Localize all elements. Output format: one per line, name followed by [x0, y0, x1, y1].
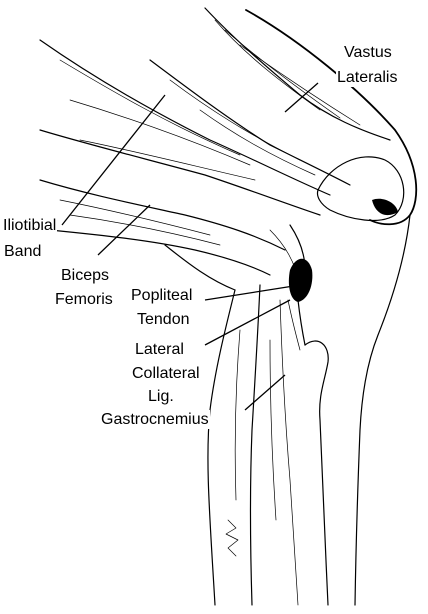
label-vastus-lateralis-line2: Lateralis [336, 68, 398, 87]
label-biceps-femoris-line2: Femoris [54, 290, 114, 309]
leader-biceps-femoris [98, 205, 150, 255]
label-popliteal-tendon-line2: Tendon [136, 310, 191, 329]
label-lateral-collateral-line2: Collateral [131, 364, 201, 383]
label-lateral-collateral-line1: Lateral [134, 340, 185, 359]
tibia-shaft [251, 285, 261, 605]
fibula-head [305, 341, 328, 605]
popliteal-shadow [289, 259, 313, 302]
tibia-left-edge [208, 290, 235, 605]
leader-popliteal-tendon [205, 285, 300, 300]
leader-lateral-collateral [205, 300, 290, 345]
iliotibial-band-lower [40, 130, 320, 215]
condyle-shadow [372, 199, 398, 215]
label-lateral-collateral-line3: Lig. [147, 387, 175, 406]
label-iliotibial-band-line2: Band [3, 242, 42, 261]
iliotibial-band-upper [40, 40, 330, 195]
leader-gastrocnemius [245, 375, 285, 410]
label-gastrocnemius: Gastrocnemius [100, 410, 210, 429]
label-iliotibial-band-line1: Iliotibial [2, 216, 57, 235]
label-biceps-femoris-line1: Biceps [60, 266, 110, 285]
femur-condyle-edge [355, 215, 410, 605]
label-vastus-lateralis-line1: Vastus [343, 43, 393, 62]
lateral-collateral-ligament [298, 300, 305, 345]
vastus-lateralis-lower [150, 60, 350, 185]
label-popliteal-tendon-line1: Popliteal [130, 286, 193, 305]
signature-scribble [226, 520, 238, 556]
